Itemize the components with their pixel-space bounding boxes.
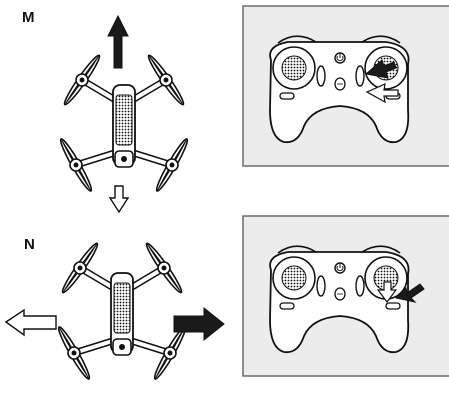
stick-arrow-active — [364, 59, 397, 79]
step-label-n: N — [24, 236, 35, 253]
stick-arrow-outline — [365, 82, 399, 104]
arrow-left-outline-icon — [4, 308, 57, 337]
controller-panel-n — [242, 215, 449, 377]
arrow-down-outline-icon — [108, 185, 130, 214]
step-label-m: M — [22, 9, 35, 26]
arrow-up-icon — [107, 14, 129, 69]
drone-icon — [58, 53, 191, 193]
stick-arrow-outline — [376, 281, 398, 303]
arrow-right-icon — [173, 306, 225, 342]
controller-panel-m — [242, 5, 449, 167]
drone-icon — [56, 241, 189, 381]
stick-arrow-active — [394, 283, 425, 303]
